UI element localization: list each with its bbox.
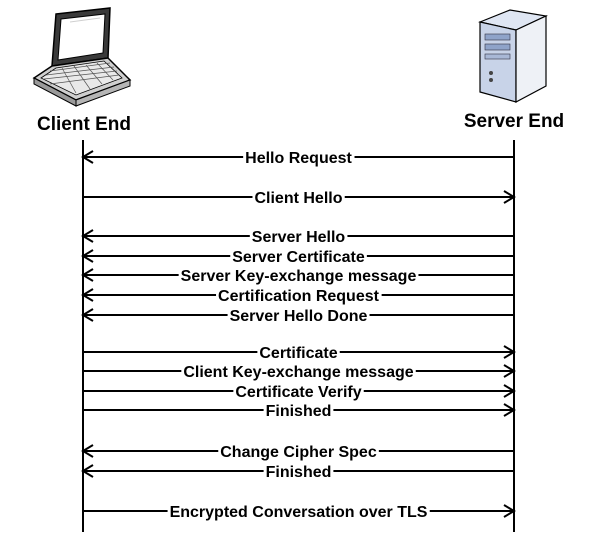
label-background: [230, 250, 367, 265]
arrowhead-icon: [81, 268, 94, 282]
message-label: Client Key-exchange message: [183, 364, 413, 381]
message-11: Finished: [83, 403, 516, 420]
label-background: [178, 269, 419, 284]
label-background: [167, 505, 430, 520]
arrowhead-icon: [81, 229, 94, 243]
label-background: [263, 404, 334, 419]
label-background: [257, 346, 340, 361]
message-2: Client Hello: [83, 190, 516, 207]
arrowhead-icon: [503, 504, 516, 518]
message-label: Change Cipher Spec: [220, 444, 377, 461]
arrowhead-icon: [503, 384, 516, 398]
message-10: Certificate Verify: [83, 384, 516, 401]
message-4: Server Certificate: [81, 249, 514, 266]
arrowhead-icon: [81, 308, 94, 322]
message-13: Finished: [81, 464, 514, 481]
message-12: Change Cipher Spec: [81, 444, 514, 461]
label-background: [233, 385, 364, 400]
message-label: Encrypted Conversation over TLS: [170, 504, 428, 521]
arrowhead-icon: [503, 345, 516, 359]
message-label: Certification Request: [218, 288, 380, 305]
message-label: Finished: [266, 403, 332, 420]
message-7: Server Hello Done: [81, 308, 514, 325]
message-5: Server Key-exchange message: [81, 268, 514, 285]
message-8: Certificate: [83, 345, 516, 362]
server-tower-icon: [477, 9, 549, 103]
message-label: Certificate: [259, 345, 337, 362]
message-label: Finished: [266, 464, 332, 481]
message-label: Server Hello Done: [230, 308, 368, 325]
client-label: Client End: [37, 114, 131, 135]
message-3: Server Hello: [81, 229, 514, 246]
message-9: Client Key-exchange message: [83, 364, 516, 381]
label-background: [252, 191, 345, 206]
message-label: Certificate Verify: [235, 384, 361, 401]
label-background: [227, 309, 370, 324]
arrowhead-icon: [503, 190, 516, 204]
label-background: [243, 151, 355, 166]
label-background: [249, 230, 348, 245]
message-label: Server Key-exchange message: [181, 268, 417, 285]
message-label: Server Hello: [252, 229, 346, 246]
server-label: Server End: [464, 111, 564, 132]
message-label: Client Hello: [254, 190, 342, 207]
message-1: Hello Request: [81, 150, 514, 167]
arrowhead-icon: [81, 150, 94, 164]
arrowhead-icon: [503, 364, 516, 378]
arrowhead-icon: [81, 464, 94, 478]
message-6: Certification Request: [81, 288, 514, 305]
arrowhead-icon: [81, 288, 94, 302]
message-14: Encrypted Conversation over TLS: [83, 504, 516, 521]
message-label: Server Certificate: [232, 249, 365, 266]
label-background: [216, 289, 382, 304]
label-background: [218, 445, 379, 460]
label-background: [181, 365, 416, 380]
arrowhead-icon: [81, 444, 94, 458]
laptop-icon: [32, 7, 132, 107]
arrowhead-icon: [81, 249, 94, 263]
label-background: [263, 465, 334, 480]
arrowhead-icon: [503, 403, 516, 417]
message-label: Hello Request: [245, 150, 352, 167]
